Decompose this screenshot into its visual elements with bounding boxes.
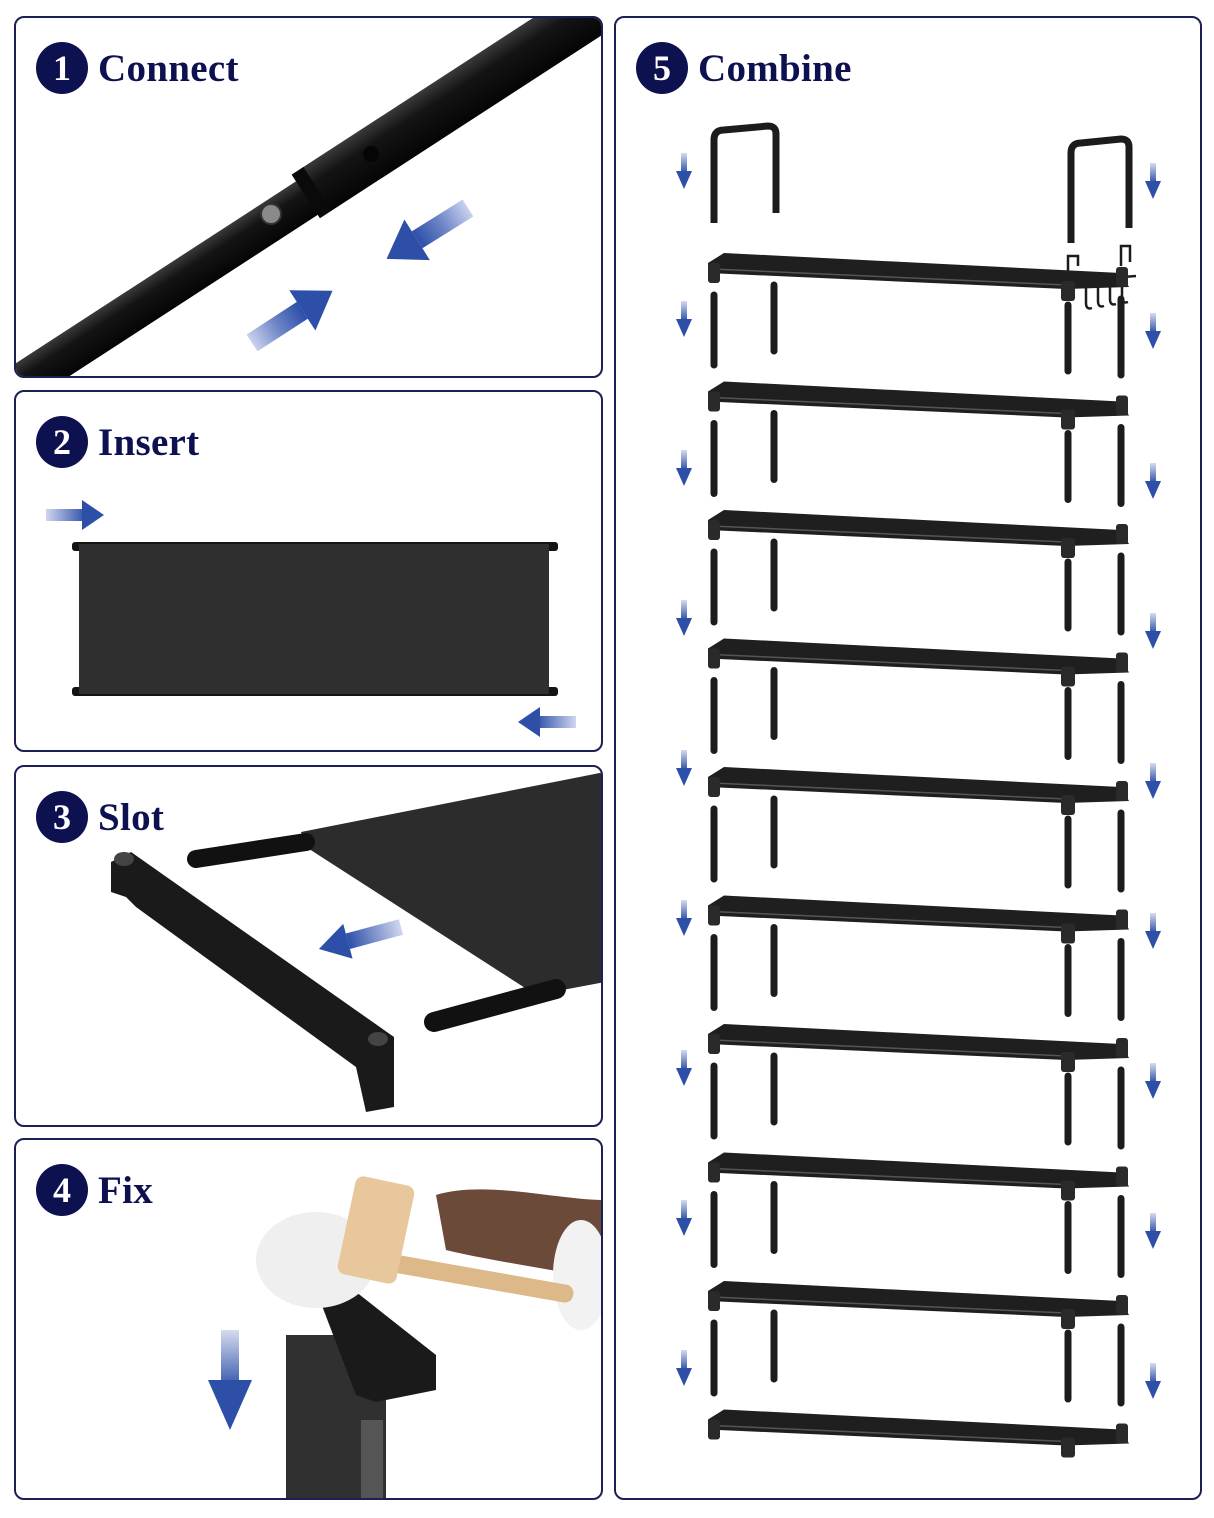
step-3-badge: 3 xyxy=(36,791,88,843)
top-handle-right-icon xyxy=(1067,135,1133,243)
shelf-panel-icon xyxy=(72,542,558,696)
arrow-down-icon xyxy=(1145,313,1161,349)
mallet-handle-icon xyxy=(385,1254,574,1303)
arrow-down-icon xyxy=(1145,763,1161,799)
shelf-tier-icon xyxy=(708,1281,1129,1329)
arrow-down-icon xyxy=(676,1050,692,1086)
arrow-left-icon xyxy=(318,919,404,959)
shelf-tier-icon xyxy=(708,767,1129,815)
step-4-badge: 4 xyxy=(36,1164,88,1216)
arrow-down-icon xyxy=(676,1200,692,1236)
step-3-label: Slot xyxy=(98,795,165,839)
arrow-down-icon xyxy=(1145,913,1161,949)
step-2-label: Insert xyxy=(98,420,200,464)
arrow-down-icon xyxy=(1145,1063,1161,1099)
arrow-down-icon xyxy=(676,600,692,636)
fabric-shelf-icon xyxy=(301,772,601,995)
step-2-panel: 2 Insert xyxy=(14,390,603,752)
step-1-badge: 1 xyxy=(36,42,88,94)
tube-icon xyxy=(16,18,601,376)
insert-illustration xyxy=(46,500,576,737)
arrow-down-icon xyxy=(676,900,692,936)
arrow-down-icon xyxy=(1145,463,1161,499)
shelf-tier-icon xyxy=(708,1409,1129,1458)
step-1-heading: 1 Connect xyxy=(36,42,239,94)
connector-icon xyxy=(316,1280,436,1402)
shelf-tier-icon xyxy=(708,1024,1129,1072)
step-5-label: Combine xyxy=(698,46,852,90)
arrow-right-up-icon xyxy=(246,290,333,352)
step-5-panel: 5 Combine xyxy=(614,16,1202,1500)
arrow-down-icon xyxy=(676,750,692,786)
shelf-tier-icon xyxy=(708,381,1129,430)
arrow-down-icon xyxy=(676,1350,692,1386)
step-5-badge: 5 xyxy=(636,42,688,94)
shelf-tier-icon xyxy=(708,253,1129,301)
step-3-heading: 3 Slot xyxy=(36,791,164,843)
rod-top-icon xyxy=(187,833,315,868)
shelf-tier-icon xyxy=(708,1152,1129,1201)
shelf-tier-icon xyxy=(708,638,1129,687)
arrow-down-icon xyxy=(676,301,692,337)
step-4-heading: 4 Fix xyxy=(36,1164,153,1216)
step-3-panel: 3 Slot xyxy=(14,765,603,1127)
mallet-head-icon xyxy=(337,1176,415,1284)
top-handle-left-icon xyxy=(710,122,780,223)
fix-illustration xyxy=(208,1176,601,1498)
arrow-left-down-icon xyxy=(386,199,474,261)
step-1-label: Connect xyxy=(98,46,239,90)
arrow-down-icon xyxy=(1145,163,1161,199)
end-connector-icon xyxy=(111,852,394,1112)
arrow-down-icon xyxy=(676,450,692,486)
arrow-down-icon xyxy=(1145,1363,1161,1399)
step-5-heading: 5 Combine xyxy=(636,42,852,94)
step-1-panel: 1 Connect xyxy=(14,16,603,378)
slot-illustration xyxy=(111,772,601,1112)
rod-bottom-icon xyxy=(424,979,566,1032)
connect-illustration xyxy=(16,18,601,376)
step-2-heading: 2 Insert xyxy=(36,416,199,468)
arrow-down-icon xyxy=(1145,613,1161,649)
step-4-label: Fix xyxy=(98,1168,154,1212)
combine-illustration xyxy=(676,122,1161,1458)
arrow-right-icon xyxy=(46,500,104,530)
arrow-down-icon xyxy=(1145,1213,1161,1249)
shelf-tier-icon xyxy=(708,510,1129,558)
step-2-badge: 2 xyxy=(36,416,88,468)
shelf-tier-icon xyxy=(708,895,1129,944)
step-4-panel: 4 Fix xyxy=(14,1138,603,1500)
arrow-down-icon xyxy=(208,1330,252,1430)
push-button-icon xyxy=(260,203,282,225)
arrow-left-icon xyxy=(518,707,576,737)
arrow-down-icon xyxy=(676,153,692,189)
